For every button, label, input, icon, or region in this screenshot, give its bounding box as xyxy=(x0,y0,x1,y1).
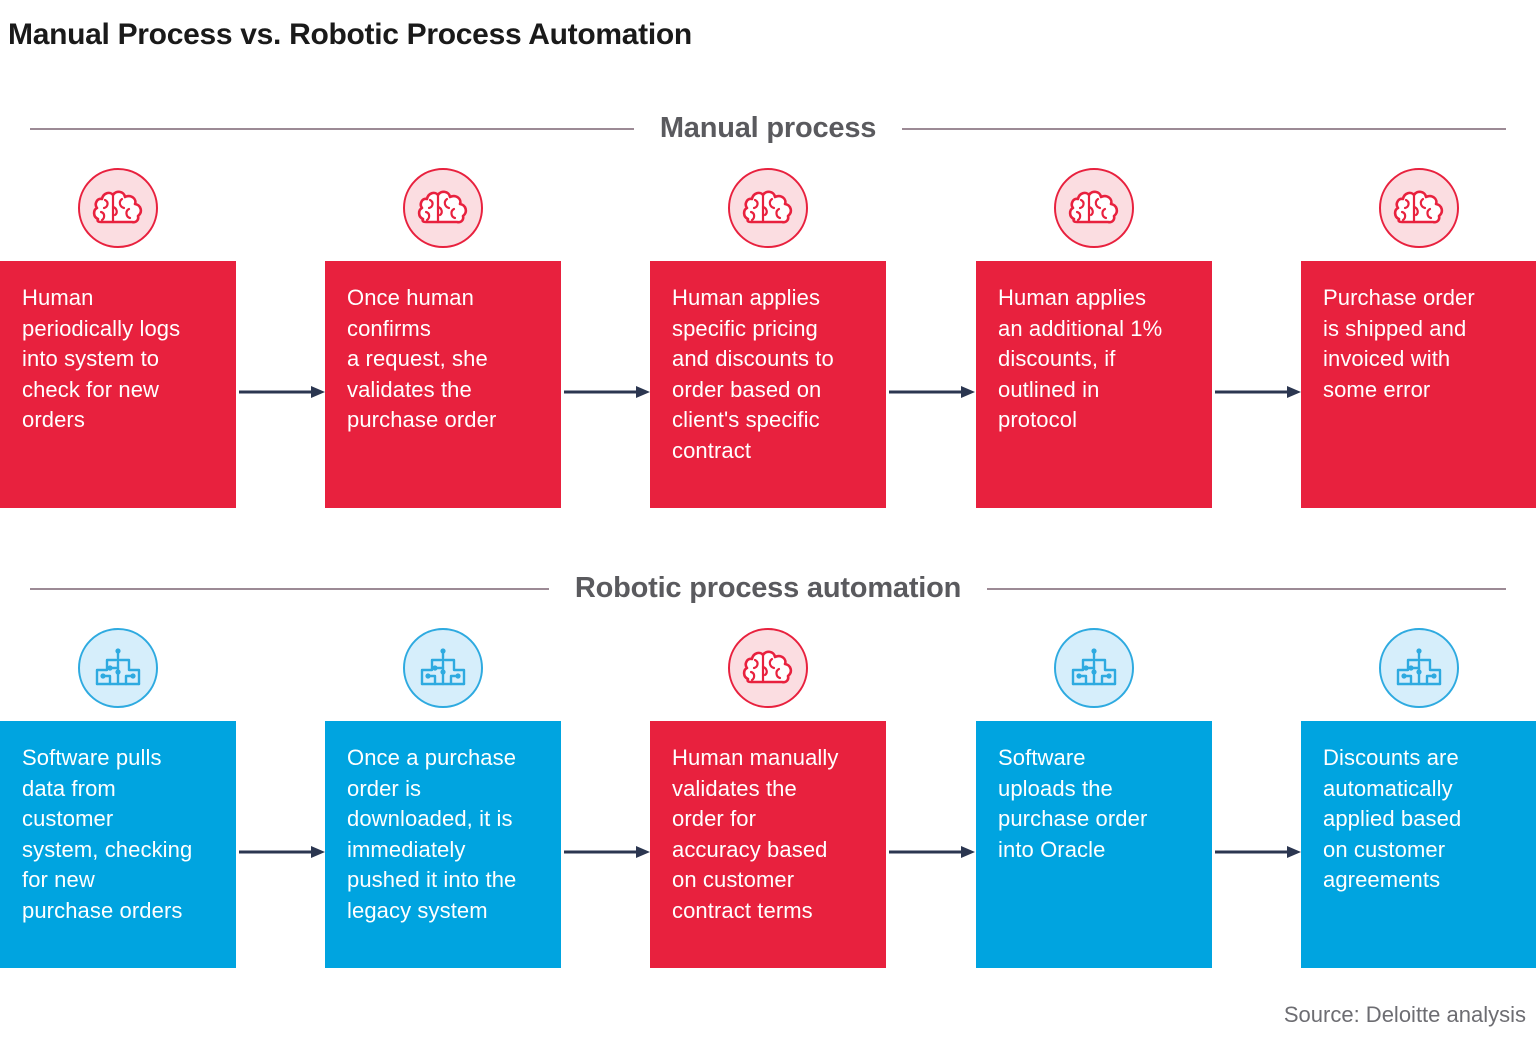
flow-arrow-icon xyxy=(1215,844,1301,860)
brain-icon xyxy=(1054,168,1134,248)
flow-step-manual-5[interactable]: Purchase order is shipped and invoiced w… xyxy=(1301,168,1536,508)
flow-step-box: Software uploads the purchase order into… xyxy=(976,721,1212,968)
flow-step-rpa-4[interactable]: Software uploads the purchase order into… xyxy=(976,628,1212,968)
flow-step-text: Software uploads the purchase order into… xyxy=(998,745,1148,862)
flow-step-text: Human applies an additional 1% discounts… xyxy=(998,285,1163,432)
section-header-rpa: Robotic process automation xyxy=(30,572,1506,605)
brain-icon xyxy=(1379,168,1459,248)
divider-rule-right xyxy=(902,127,1507,130)
flow-step-text: Once a purchase order is downloaded, it … xyxy=(347,745,517,923)
divider-rule-left xyxy=(30,587,549,590)
flow-step-text: Human periodically logs into system to c… xyxy=(22,285,181,432)
section-label-rpa: Robotic process automation xyxy=(574,572,962,604)
flow-step-box: Discounts are automatically applied base… xyxy=(1301,721,1536,968)
brain-icon xyxy=(728,168,808,248)
page-title: Manual Process vs. Robotic Process Autom… xyxy=(8,18,692,51)
flow-step-rpa-3[interactable]: Human manually validates the order for a… xyxy=(650,628,886,968)
flow-step-box: Human manually validates the order for a… xyxy=(650,721,886,968)
divider-rule-right xyxy=(987,587,1506,590)
circuit-robot-icon xyxy=(403,628,483,708)
source-attribution: Source: Deloitte analysis xyxy=(1283,1002,1526,1027)
brain-icon xyxy=(78,168,158,248)
flow-arrow-icon xyxy=(889,844,975,860)
brain-icon xyxy=(728,628,808,708)
flow-arrow-icon xyxy=(1215,384,1301,400)
flow-arrow-icon xyxy=(564,384,650,400)
flow-step-box: Once human confirms a request, she valid… xyxy=(325,261,561,508)
flow-step-box: Software pulls data from customer system… xyxy=(0,721,236,968)
flow-step-rpa-5[interactable]: Discounts are automatically applied base… xyxy=(1301,628,1536,968)
brain-icon xyxy=(403,168,483,248)
circuit-robot-icon xyxy=(78,628,158,708)
flow-step-text: Human manually validates the order for a… xyxy=(672,745,839,923)
flow-step-text: Purchase order is shipped and invoiced w… xyxy=(1323,285,1475,402)
flow-step-manual-2[interactable]: Once human confirms a request, she valid… xyxy=(325,168,561,508)
flow-step-text: Human applies specific pricing and disco… xyxy=(672,285,834,463)
flow-step-text: Once human confirms a request, she valid… xyxy=(347,285,497,432)
flow-row-manual: Human periodically logs into system to c… xyxy=(0,168,1536,508)
circuit-robot-icon xyxy=(1379,628,1459,708)
flow-step-manual-1[interactable]: Human periodically logs into system to c… xyxy=(0,168,236,508)
flow-step-box: Once a purchase order is downloaded, it … xyxy=(325,721,561,968)
flow-step-box: Purchase order is shipped and invoiced w… xyxy=(1301,261,1536,508)
circuit-robot-icon xyxy=(1054,628,1134,708)
flow-step-text: Discounts are automatically applied base… xyxy=(1323,745,1462,892)
flow-step-text: Software pulls data from customer system… xyxy=(22,745,193,923)
flow-arrow-icon xyxy=(239,384,325,400)
flow-arrow-icon xyxy=(564,844,650,860)
flow-step-manual-4[interactable]: Human applies an additional 1% discounts… xyxy=(976,168,1212,508)
section-header-manual: Manual process xyxy=(30,112,1507,145)
flow-step-rpa-2[interactable]: Once a purchase order is downloaded, it … xyxy=(325,628,561,968)
divider-rule-left xyxy=(30,127,634,130)
flow-step-box: Human periodically logs into system to c… xyxy=(0,261,236,508)
flow-arrow-icon xyxy=(239,844,325,860)
flow-step-box: Human applies specific pricing and disco… xyxy=(650,261,886,508)
flow-arrow-icon xyxy=(889,384,975,400)
flow-step-box: Human applies an additional 1% discounts… xyxy=(976,261,1212,508)
flow-row-rpa: Software pulls data from customer system… xyxy=(0,628,1536,968)
flow-step-manual-3[interactable]: Human applies specific pricing and disco… xyxy=(650,168,886,508)
flow-step-rpa-1[interactable]: Software pulls data from customer system… xyxy=(0,628,236,968)
section-label-manual: Manual process xyxy=(659,112,877,144)
